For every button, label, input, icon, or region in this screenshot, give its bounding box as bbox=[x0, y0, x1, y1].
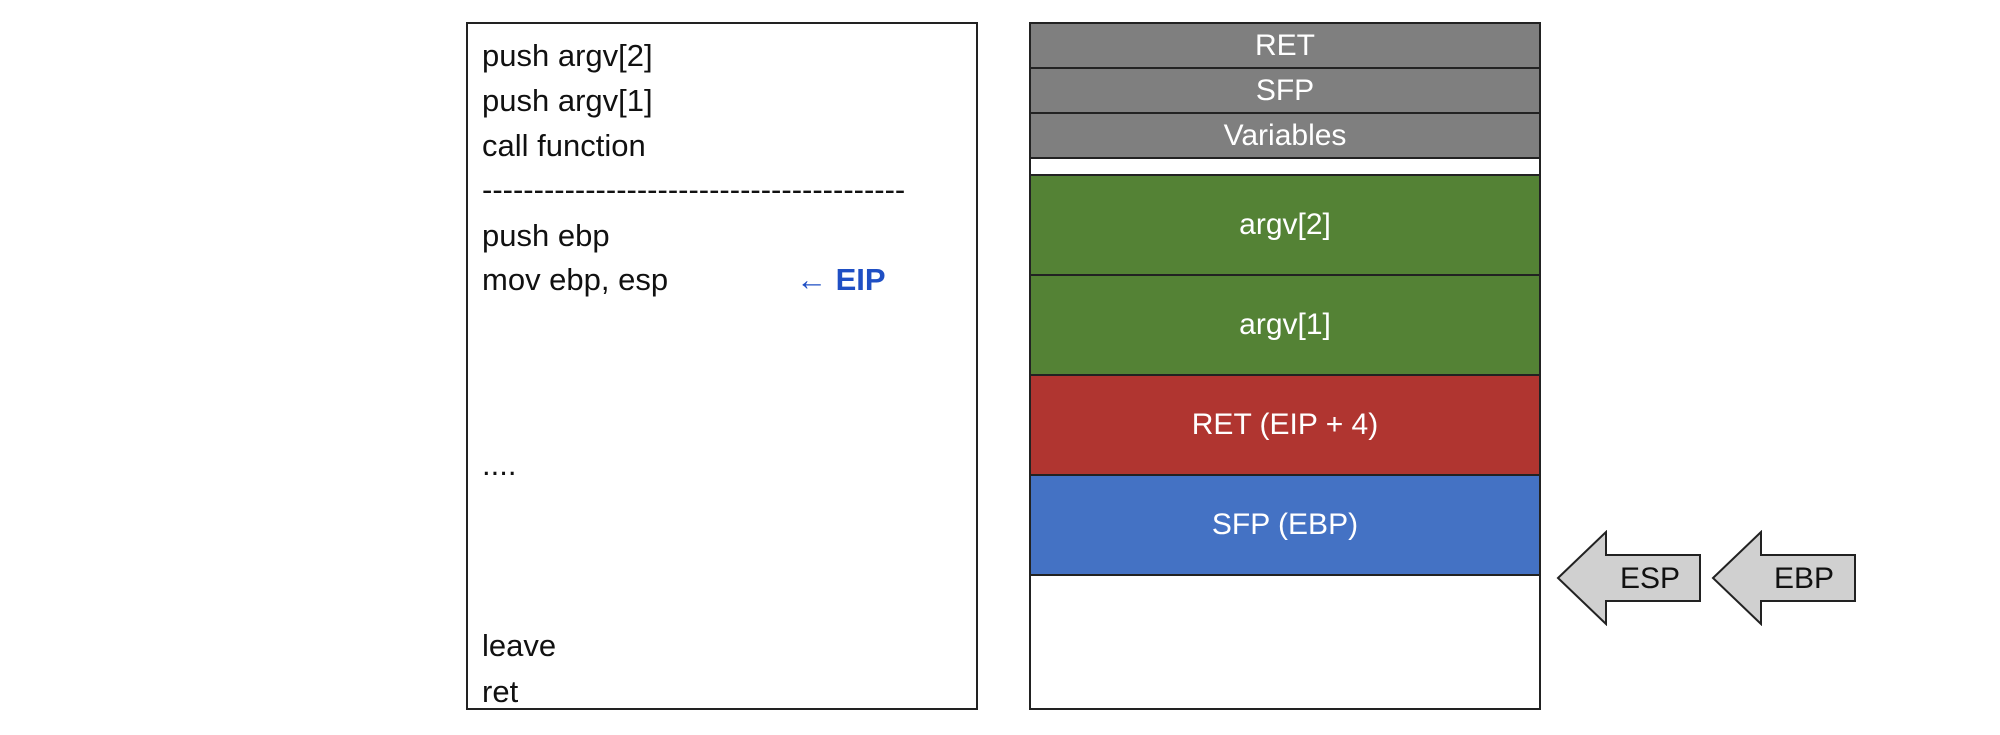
code-line-leave: leave bbox=[482, 628, 557, 663]
esp-arrow-icon bbox=[1556, 530, 1701, 626]
stack-panel: RET SFP Variables argv[2] argv[1] RET (E… bbox=[1029, 22, 1541, 710]
code-divider: ----------------------------------------… bbox=[482, 172, 906, 207]
stack-cell-sfp-old: SFP bbox=[1031, 69, 1539, 114]
code-line-ret: ret bbox=[482, 674, 519, 709]
stack-gap bbox=[1031, 159, 1539, 176]
code-line-mov-ebp-esp: mov ebp, esp bbox=[482, 262, 669, 297]
esp-label: ESP bbox=[1620, 562, 1681, 595]
stack-cell-ret-old: RET bbox=[1031, 24, 1539, 69]
stack-cell-argv2: argv[2] bbox=[1031, 176, 1539, 276]
stack-cell-variables: Variables bbox=[1031, 114, 1539, 159]
code-line-call-function: call function bbox=[482, 128, 646, 163]
code-panel: push argv[2] push argv[1] call function … bbox=[466, 22, 978, 710]
stack-cell-sfp-ebp: SFP (EBP) bbox=[1031, 476, 1539, 576]
ebp-label: EBP bbox=[1774, 562, 1835, 595]
code-line-push-argv2: push argv[2] bbox=[482, 38, 653, 73]
eip-marker: ← EIP bbox=[796, 262, 886, 297]
stack-cell-argv1: argv[1] bbox=[1031, 276, 1539, 376]
code-line-ellipsis: .... bbox=[482, 447, 517, 482]
stack-cell-ret-eip4: RET (EIP + 4) bbox=[1031, 376, 1539, 476]
ebp-arrow-icon bbox=[1711, 530, 1856, 626]
code-line-push-argv1: push argv[1] bbox=[482, 83, 653, 118]
code-line-push-ebp: push ebp bbox=[482, 218, 610, 253]
